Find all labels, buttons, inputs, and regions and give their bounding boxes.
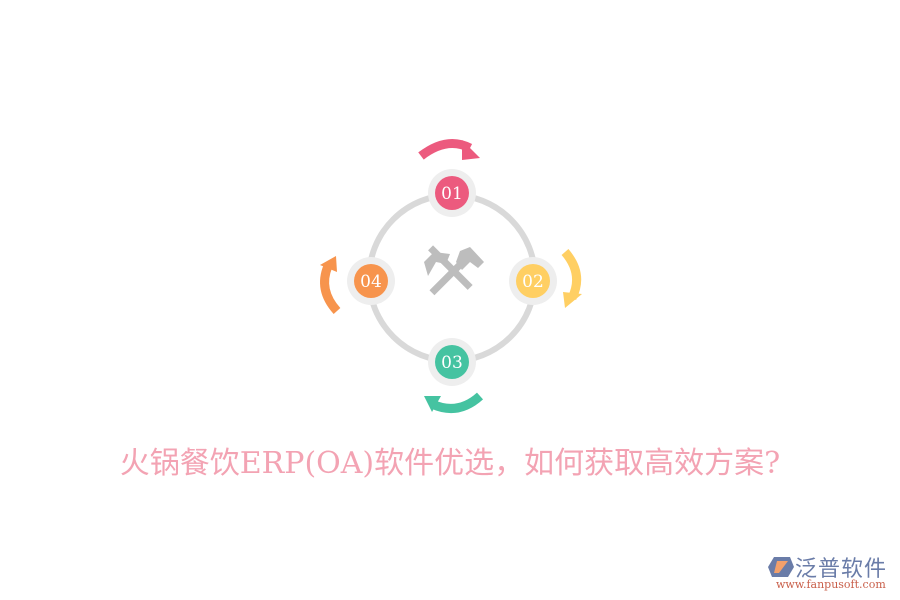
svg-text:03: 03	[441, 353, 463, 373]
brand-logo: 泛普软件 www.fanpusoft.com	[768, 553, 896, 595]
page-title: 火锅餐饮ERP(OA)软件优选，如何获取高效方案?	[119, 446, 781, 481]
arrow-bottom-icon	[424, 392, 484, 413]
svg-text:04: 04	[360, 272, 382, 292]
node-01: 01	[428, 169, 476, 217]
arrow-left-icon	[320, 256, 341, 315]
arrow-top-icon	[418, 139, 480, 160]
fanpu-logo-icon	[768, 557, 794, 577]
node-03: 03	[428, 338, 476, 386]
arrow-right-icon	[561, 249, 582, 308]
node-02: 02	[509, 257, 557, 305]
svg-text:01: 01	[441, 184, 463, 204]
brand-url: www.fanpusoft.com	[776, 578, 886, 591]
crossed-hammers-icon	[424, 245, 484, 296]
node-04: 04	[347, 257, 395, 305]
svg-text:02: 02	[522, 272, 544, 292]
brand-name: 泛普软件	[795, 557, 888, 582]
